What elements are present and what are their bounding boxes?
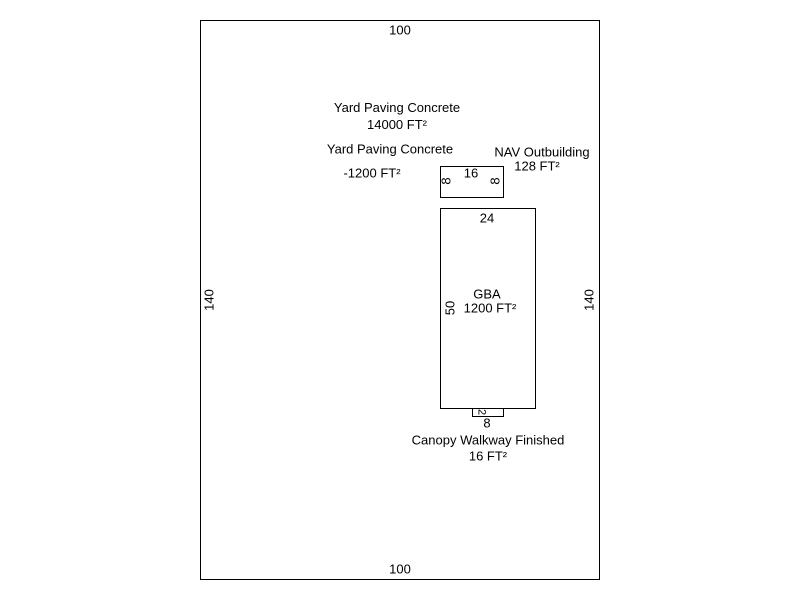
canopy-side-dim: 2 [475,408,488,416]
nav-outbuilding-top-dim: 16 [463,165,479,181]
gba-area: 1200 FT² [463,300,517,316]
yard-paving-label: Yard Paving Concrete 14000 FT² [334,99,460,133]
lot-right-dim: 140 [581,289,597,311]
yard-paving-2-name: Yard Paving Concrete [326,141,454,157]
gba-top-dim: 24 [479,210,495,226]
lot-outline [200,20,600,580]
canopy-area: 16 FT² [468,448,508,464]
yard-paving-area: 14000 FT² [367,117,427,132]
nav-outbuilding-name: NAV Outbuilding [494,144,590,160]
canopy-outline[interactable] [472,408,504,417]
lot-left-dim: 140 [201,289,217,311]
nav-outbuilding-area: 128 FT² [514,158,560,174]
lot-bottom-dim: 100 [389,561,411,577]
nav-outbuilding-right-dim: 8 [487,177,503,185]
yard-paving-2-area: -1200 FT² [343,165,401,181]
canopy-name: Canopy Walkway Finished [411,432,565,448]
gba-left-dim: 50 [442,300,458,316]
gba-name: GBA [473,286,501,302]
canopy-bottom-dim: 8 [483,415,491,431]
yard-paving-name: Yard Paving Concrete [333,100,461,115]
lot-top-dim: 100 [389,22,411,38]
nav-outbuilding-left-dim: 8 [438,177,454,185]
nav-outbuilding-outline[interactable] [440,166,504,198]
